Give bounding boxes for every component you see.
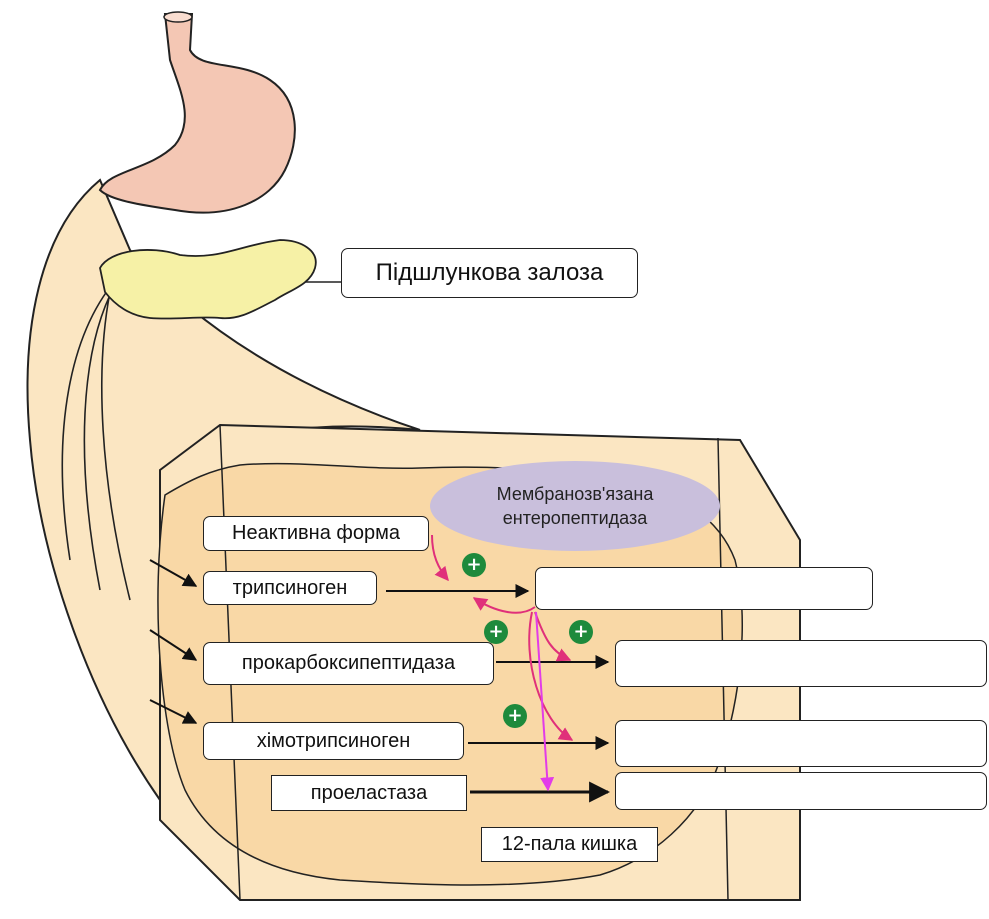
answer-box-chymotrypsin[interactable] — [615, 720, 987, 767]
enteropeptidase-label: Мембранозв'язана ентеропептидаза — [450, 482, 700, 530]
enteropeptidase-line-2: ентеропептидаза — [450, 506, 700, 530]
pancreas — [100, 240, 316, 319]
answer-box-trypsin[interactable] — [535, 567, 873, 610]
plus-badge-4: + — [503, 704, 527, 728]
procarboxypeptidase-label: прокарбоксипептидаза — [203, 642, 494, 685]
plus-badge-2: + — [484, 620, 508, 644]
stomach — [100, 14, 295, 213]
pancreas-label: Підшлункова залоза — [341, 248, 638, 298]
plus-badge-1: + — [462, 553, 486, 577]
duodenum-label: 12-пала кишка — [481, 827, 658, 862]
trypsinogen-label: трипсиноген — [203, 571, 377, 605]
plus-badge-3: + — [569, 620, 593, 644]
answer-box-carboxypeptidase[interactable] — [615, 640, 987, 687]
inactive-form-label: Неактивна форма — [203, 516, 429, 551]
proelastase-label: проеластаза — [271, 775, 467, 811]
enteropeptidase-line-1: Мембранозв'язана — [450, 482, 700, 506]
answer-box-elastase[interactable] — [615, 772, 987, 810]
chymotrypsinogen-label: хімотрипсиноген — [203, 722, 464, 760]
esophagus-opening — [164, 12, 192, 22]
